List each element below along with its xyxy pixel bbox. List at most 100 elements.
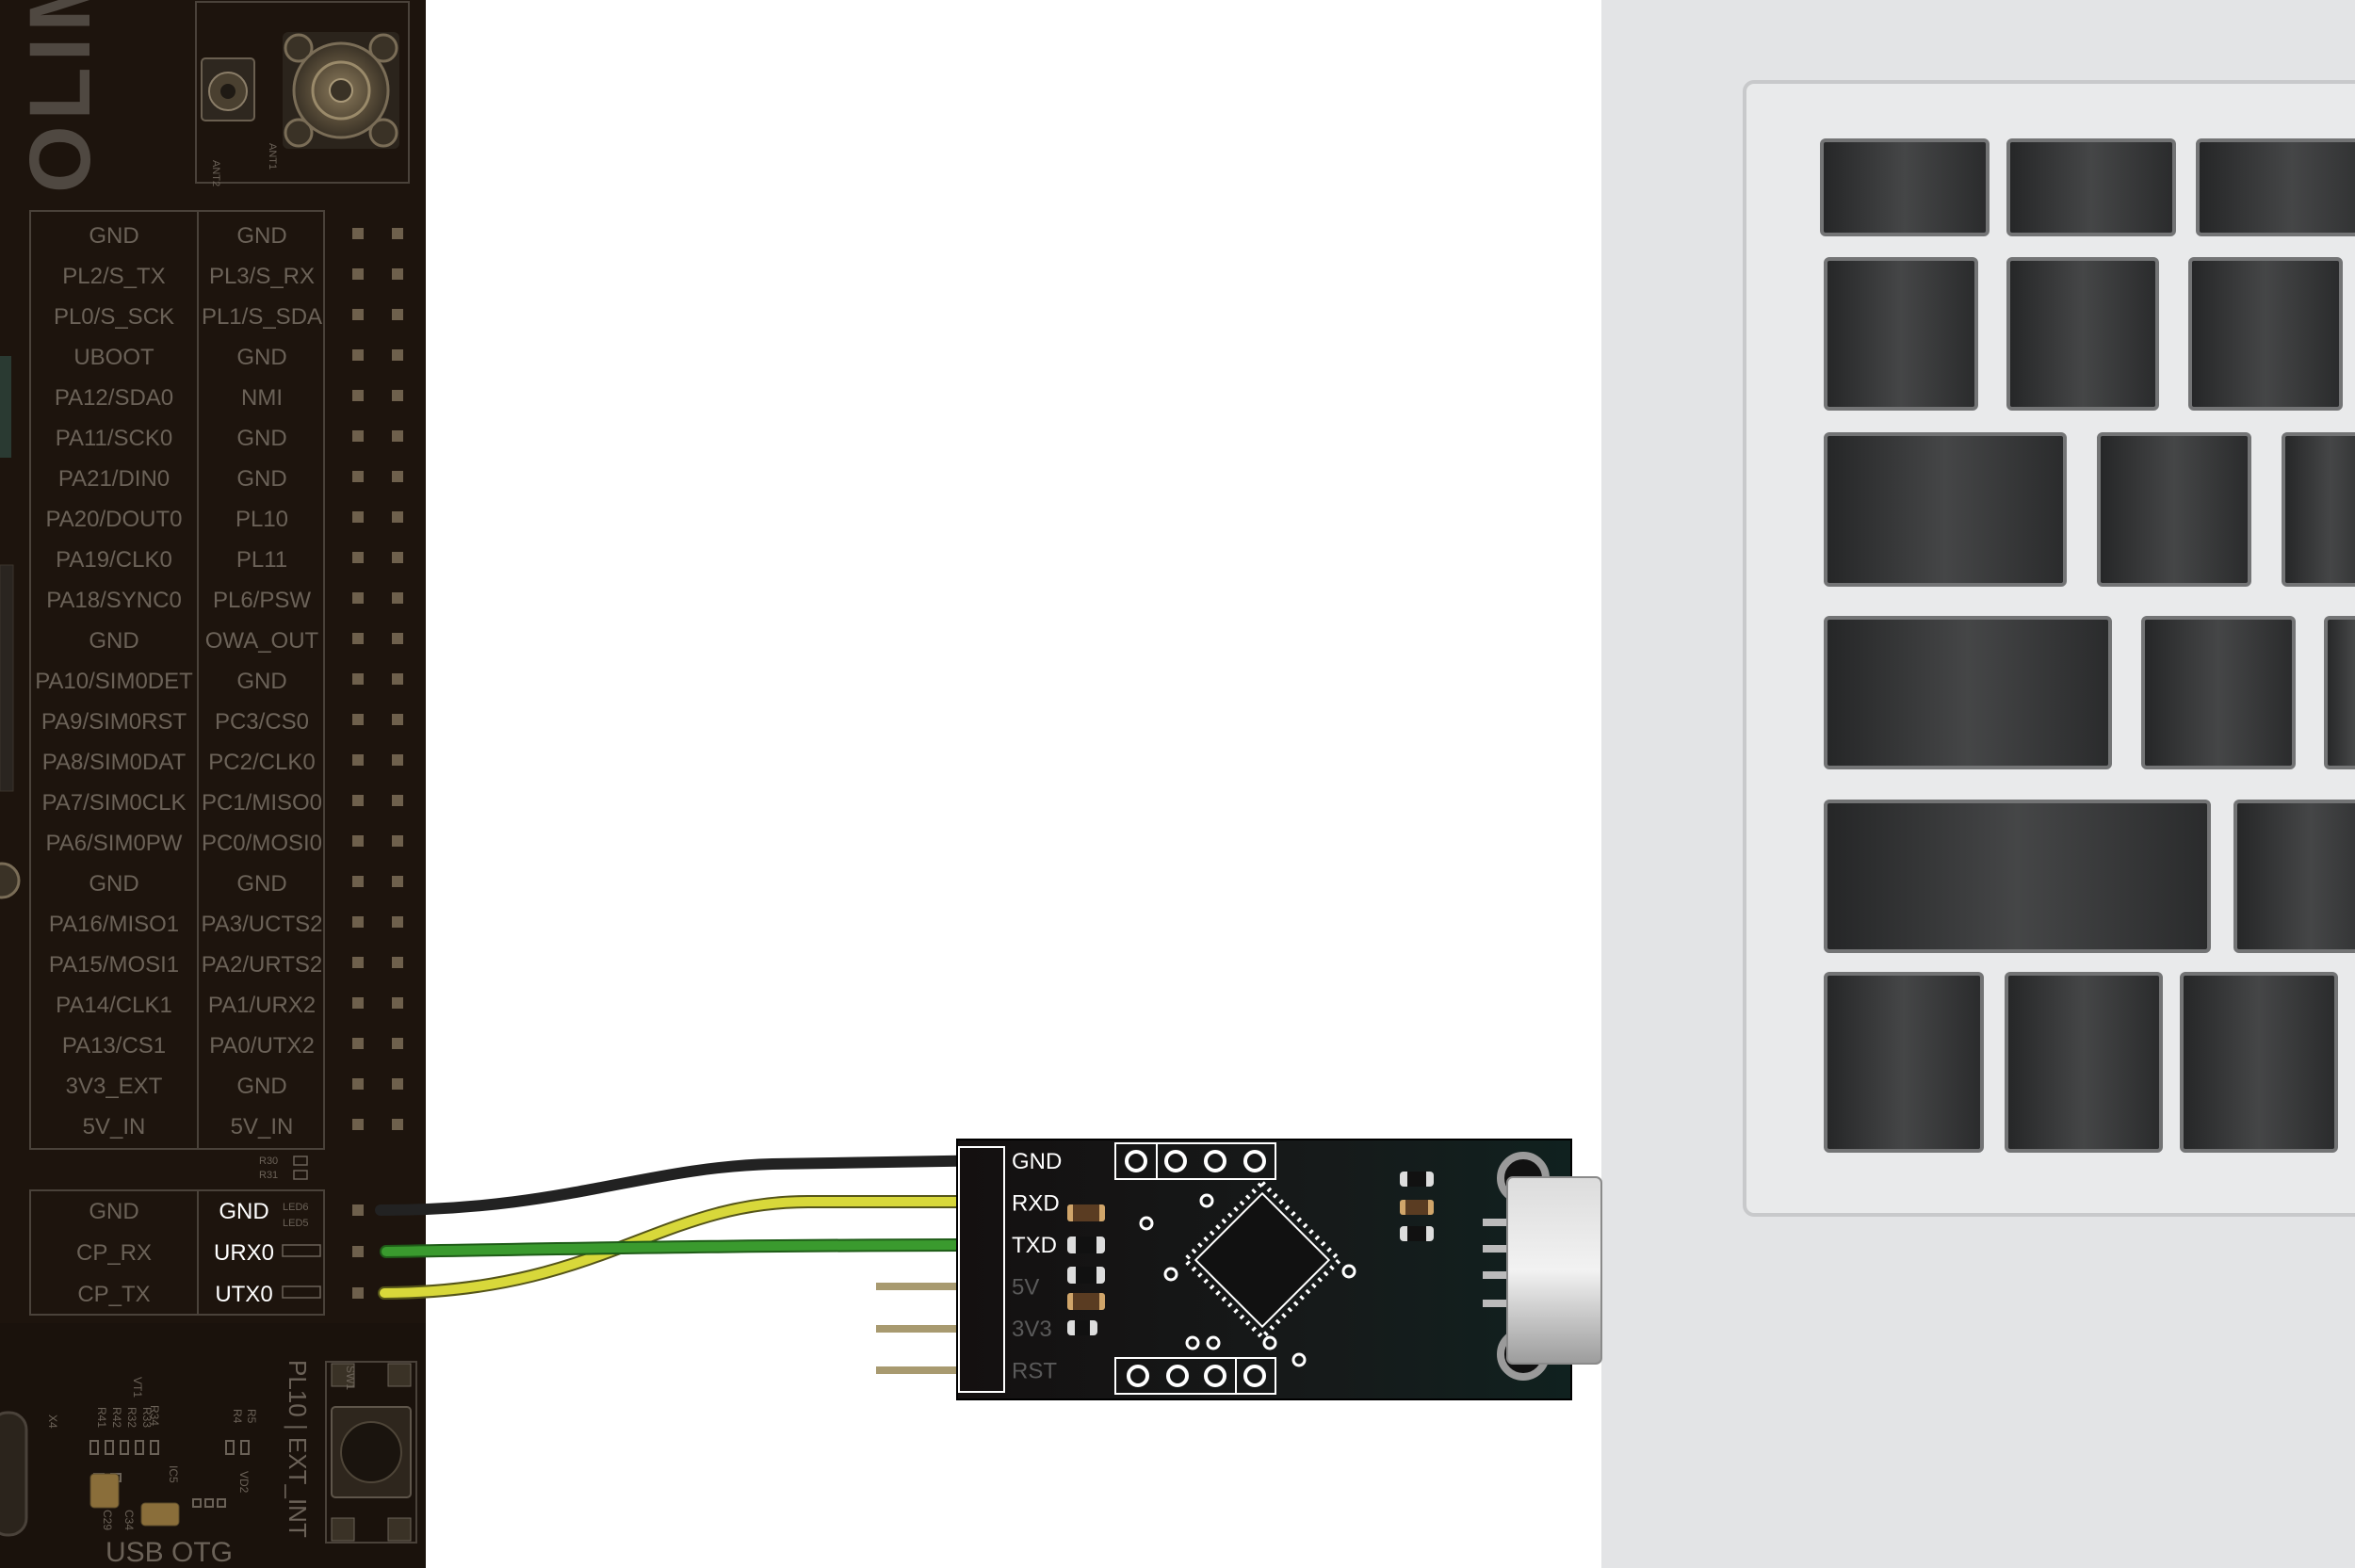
- keyboard-key: [2006, 257, 2159, 411]
- keyboard-key: [2141, 616, 2296, 769]
- keyboard-key: [2324, 616, 2355, 769]
- header-pad: [352, 1038, 364, 1049]
- uart-pad: [352, 1204, 364, 1216]
- diode-label-vd2: VD2: [237, 1471, 251, 1494]
- laptop: [1601, 0, 2355, 1568]
- header-pin-label: PL0/S_SCK: [54, 304, 174, 330]
- gpio-header-pads: [352, 228, 403, 1130]
- adapter-pin-outline: [958, 1146, 1005, 1393]
- header-pin-label: PA10/SIM0DET: [35, 669, 193, 694]
- header-pin-label: PL10: [236, 507, 288, 532]
- ext-int-push-button[interactable]: [325, 1361, 417, 1544]
- header-pin-label: PA16/MISO1: [49, 912, 179, 937]
- header-pin-label: PA13/CS1: [62, 1033, 166, 1059]
- header-pin-label: GND: [236, 1074, 286, 1099]
- resistor-label-r30: R30: [259, 1156, 278, 1167]
- header-pin-label: 3V3_EXT: [66, 1074, 163, 1099]
- header-pin-label: PA7/SIM0CLK: [42, 790, 187, 816]
- header-pin-label: PC3/CS0: [215, 709, 309, 735]
- wires: [375, 1155, 1004, 1300]
- switch-label-sw1: SW1: [344, 1366, 357, 1390]
- adapter-pin-label: TXD: [1012, 1233, 1057, 1258]
- keyboard-key: [1824, 432, 2067, 587]
- header-pad: [392, 390, 403, 401]
- header-pin-label: PA3/UCTS2: [202, 912, 323, 937]
- resistor-label-r32: R32: [125, 1407, 138, 1428]
- pin-3v3: [876, 1325, 987, 1333]
- usb-otg-label: USB OTG: [106, 1537, 233, 1568]
- keyboard-key: [1824, 800, 2211, 953]
- header-pad: [352, 754, 364, 766]
- header-pin-label: PL1/S_SDA: [202, 304, 322, 330]
- uart-pad: [352, 1287, 364, 1299]
- keyboard-key: [2233, 800, 2355, 953]
- keyboard-key: [2196, 138, 2355, 236]
- header-pad: [352, 795, 364, 806]
- uart-pin-label: GND: [219, 1199, 268, 1224]
- header-pad: [392, 228, 403, 239]
- header-pin-label: PA11/SCK0: [56, 426, 173, 451]
- crystal-x4: [0, 1411, 28, 1537]
- uart-pin-label: CP_RX: [76, 1240, 152, 1266]
- header-pad: [392, 916, 403, 928]
- adapter-pin-label: 5V: [1012, 1275, 1039, 1301]
- header-pad: [352, 309, 364, 320]
- header-pin-label: GND: [89, 871, 138, 897]
- led-led6: [282, 1244, 321, 1257]
- adapter-pad-row-top: [1114, 1142, 1276, 1180]
- crystal-label-x4: X4: [46, 1414, 59, 1429]
- capacitor-c34: [140, 1502, 180, 1527]
- header-pin-label: GND: [236, 223, 286, 249]
- wire-gnd-gnd: [375, 1155, 1004, 1216]
- uart-pin-label: CP_TX: [77, 1282, 150, 1307]
- header-pad: [392, 673, 403, 685]
- resistor-label-r42: R42: [110, 1407, 123, 1428]
- edge-component-top: [0, 356, 11, 458]
- adapter-pin-label: GND: [1012, 1149, 1062, 1174]
- uart-table-outline: [29, 1189, 325, 1316]
- header-pin-label: PA1/URX2: [208, 993, 316, 1018]
- header-pad: [392, 1078, 403, 1090]
- header-pad: [352, 349, 364, 361]
- header-pad: [392, 633, 403, 644]
- keyboard-key: [1824, 257, 1978, 411]
- header-pad: [392, 552, 403, 563]
- led-label-led5: LED5: [283, 1218, 309, 1229]
- adapter-pin-label: RST: [1012, 1359, 1057, 1384]
- header-pin-label: PA19/CLK0: [56, 547, 172, 573]
- header-pad: [392, 997, 403, 1009]
- button-label: PL10 | EXT_INT: [284, 1360, 312, 1538]
- header-pin-label: PA18/SYNC0: [46, 588, 182, 613]
- header-pin-label: GND: [236, 345, 286, 370]
- edge-mount-hole: [0, 862, 21, 899]
- header-pad: [392, 957, 403, 968]
- header-pad: [392, 1038, 403, 1049]
- header-pin-label: PC2/CLK0: [208, 750, 315, 775]
- resistor-r31: [293, 1170, 308, 1180]
- header-pin-label: PL6/PSW: [213, 588, 311, 613]
- header-pin-label: PA0/UTX2: [209, 1033, 315, 1059]
- header-pin-label: GND: [236, 466, 286, 492]
- board-pcb: [0, 0, 426, 1568]
- header-pad: [392, 592, 403, 604]
- transistor-label-vt1: VT1: [131, 1377, 144, 1398]
- header-pin-label: PC1/MISO0: [202, 790, 322, 816]
- header-pin-label: PL2/S_TX: [62, 264, 165, 289]
- keyboard-key: [1824, 616, 2112, 769]
- uart-pin-label: GND: [89, 1199, 138, 1224]
- led-label-led6: LED6: [283, 1202, 309, 1213]
- header-pin-label: 5V_IN: [83, 1114, 146, 1140]
- header-pin-label: PA14/CLK1: [56, 993, 172, 1018]
- header-pin-label: NMI: [241, 385, 283, 411]
- keyboard-key: [2188, 257, 2343, 411]
- keyboard-key: [2097, 432, 2251, 587]
- antenna-connector-small: [201, 57, 255, 121]
- header-pad: [352, 916, 364, 928]
- resistor-label-r41: R41: [95, 1407, 108, 1428]
- antenna-area-outline: [195, 1, 410, 184]
- header-pad: [352, 511, 364, 523]
- usb-connector: [1483, 1176, 1602, 1365]
- header-pin-label: GND: [236, 426, 286, 451]
